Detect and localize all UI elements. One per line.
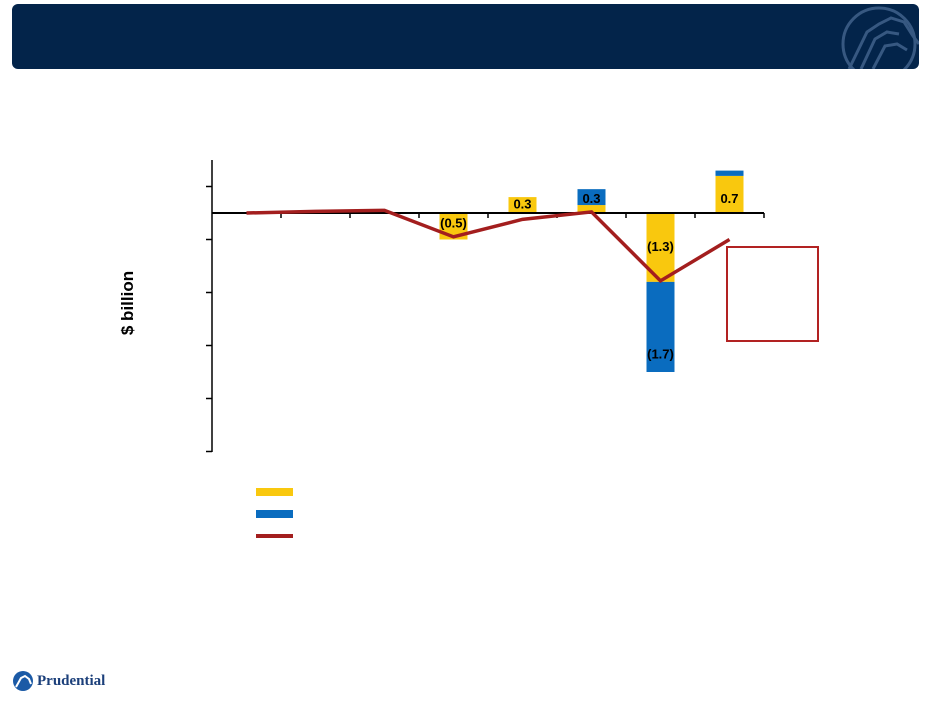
bar-series1-7 [715, 175, 744, 213]
legend-swatch-series2 [256, 510, 293, 518]
bar-series2-6 [646, 281, 675, 372]
prudential-logo-icon [13, 671, 33, 691]
footer-logo-text: Prudential [37, 672, 106, 689]
header-banner [12, 4, 919, 69]
rock-emblem-icon [841, 6, 919, 69]
legend-swatch-series1 [256, 488, 293, 496]
bar-series1-4 [508, 197, 537, 213]
line-series [246, 208, 731, 284]
annotation-box [726, 246, 819, 342]
data-label-2: 0.3 [582, 191, 600, 206]
data-label-1: 0.3 [513, 196, 531, 211]
data-label-3: (1.3) [647, 239, 674, 254]
bar-series2-7 [715, 170, 744, 176]
bar-series1-5 [577, 205, 606, 213]
footer-logo: Prudential [12, 670, 105, 692]
data-label-0: (0.5) [440, 216, 467, 231]
data-label-5: 0.7 [720, 191, 738, 206]
bar-series2-5 [577, 189, 606, 206]
y-axis-label: $ billion [118, 270, 137, 336]
data-label-4: (1.7) [647, 346, 674, 361]
